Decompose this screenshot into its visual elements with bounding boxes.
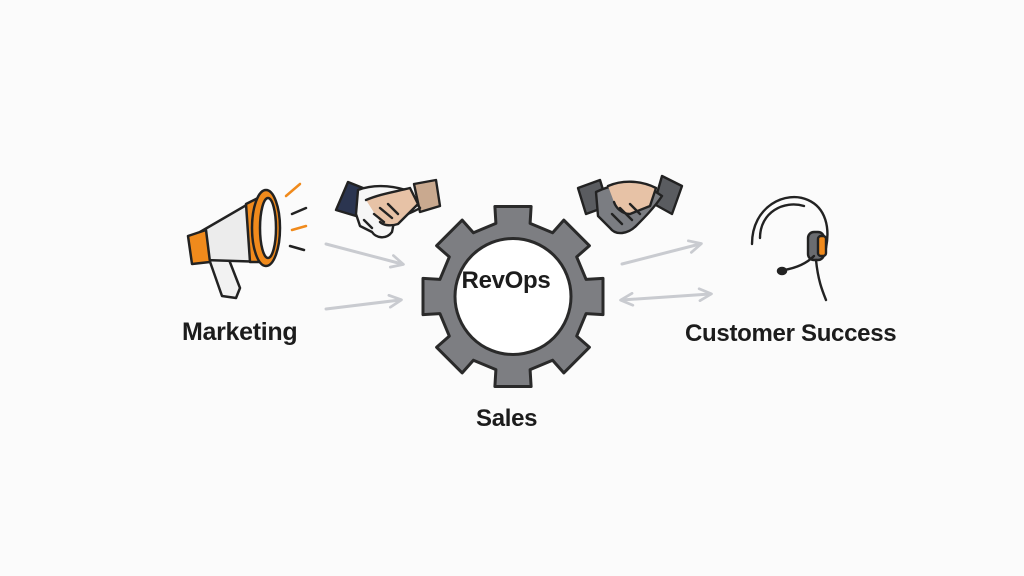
handshake-icon-left xyxy=(334,178,442,239)
center-label-revops: RevOps xyxy=(461,267,551,294)
headset-icon xyxy=(750,195,829,302)
node-label-customer-success: Customer Success xyxy=(685,320,897,347)
arrow-revops-to-cs-top xyxy=(620,239,703,266)
node-label-sales: Sales xyxy=(476,405,538,432)
arrow-marketing-to-revops-bottom xyxy=(324,293,403,311)
arrow-marketing-to-revops-top xyxy=(324,242,405,269)
gear-icon xyxy=(421,205,605,388)
arrow-revops-cs-bidirectional xyxy=(619,287,713,307)
flow-arrows xyxy=(324,239,713,311)
node-label-marketing: Marketing xyxy=(182,318,298,346)
megaphone-icon xyxy=(186,182,308,300)
handshake-icon-right xyxy=(576,174,684,235)
